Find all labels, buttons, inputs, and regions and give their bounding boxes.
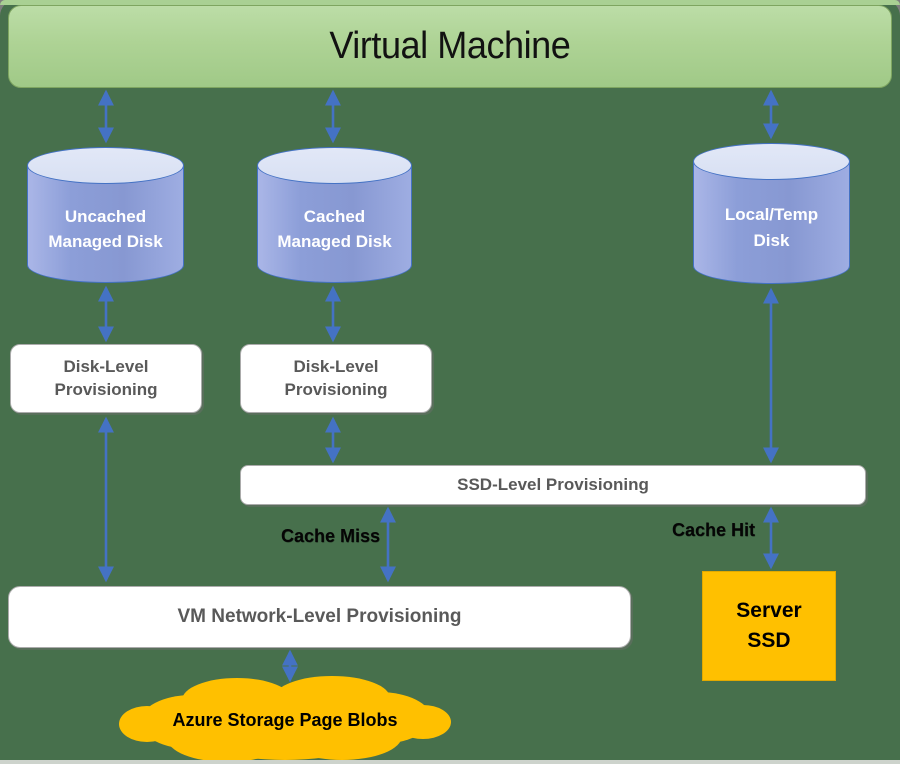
top-edge-highlight: [0, 0, 900, 5]
server-ssd-node: Server SSD: [702, 571, 836, 681]
uncached-managed-disk-label: Uncached Managed Disk: [48, 206, 163, 252]
ssd-level-provisioning-label: SSD-Level Provisioning: [457, 475, 649, 494]
cache-miss-label: Cache Miss: [281, 526, 381, 546]
cached-managed-disk-label: Cached Managed Disk: [277, 206, 392, 252]
disk-level-provisioning-left-node: Disk-Level Provisioning: [10, 344, 202, 413]
disk-level-provisioning-right-node: Disk-Level Provisioning: [240, 344, 432, 413]
virtual-machine-label: Virtual Machine: [329, 25, 571, 67]
local-temp-disk-label: Local/Temp Disk: [724, 205, 819, 250]
vm-network-level-provisioning-node: VM Network-Level Provisioning: [8, 586, 631, 648]
cached-managed-disk-node: Cached Managed Disk: [257, 147, 412, 283]
disk-cylinder-top: [257, 147, 412, 184]
disk-level-provisioning-left-label: Disk-Level Provisioning: [54, 356, 158, 399]
disk-cylinder-body: [693, 161, 850, 284]
server-ssd-label: Server SSD: [736, 598, 802, 652]
cache-hit-label: Cache Hit: [672, 520, 756, 540]
disk-cylinder-top: [27, 147, 184, 184]
disk-level-provisioning-right-label: Disk-Level Provisioning: [284, 356, 388, 399]
local-temp-disk-node: Local/Temp Disk: [693, 143, 850, 284]
vm-network-level-provisioning-label: VM Network-Level Provisioning: [177, 606, 462, 627]
disk-cylinder-top: [693, 143, 850, 180]
disk-cylinder-body: [27, 165, 184, 283]
cloud-shape: [119, 676, 451, 762]
azure-page-blobs-label: Azure Storage Page Blobs: [172, 709, 398, 730]
disk-cylinder-body: [257, 165, 412, 283]
ssd-level-provisioning-node: SSD-Level Provisioning: [240, 465, 866, 505]
uncached-managed-disk-node: Uncached Managed Disk: [27, 147, 184, 283]
bottom-edge-strip: [0, 760, 900, 764]
virtual-machine-node: Virtual Machine: [8, 5, 892, 88]
azure-page-blobs-node: Azure Storage Page Blobs: [117, 672, 453, 764]
